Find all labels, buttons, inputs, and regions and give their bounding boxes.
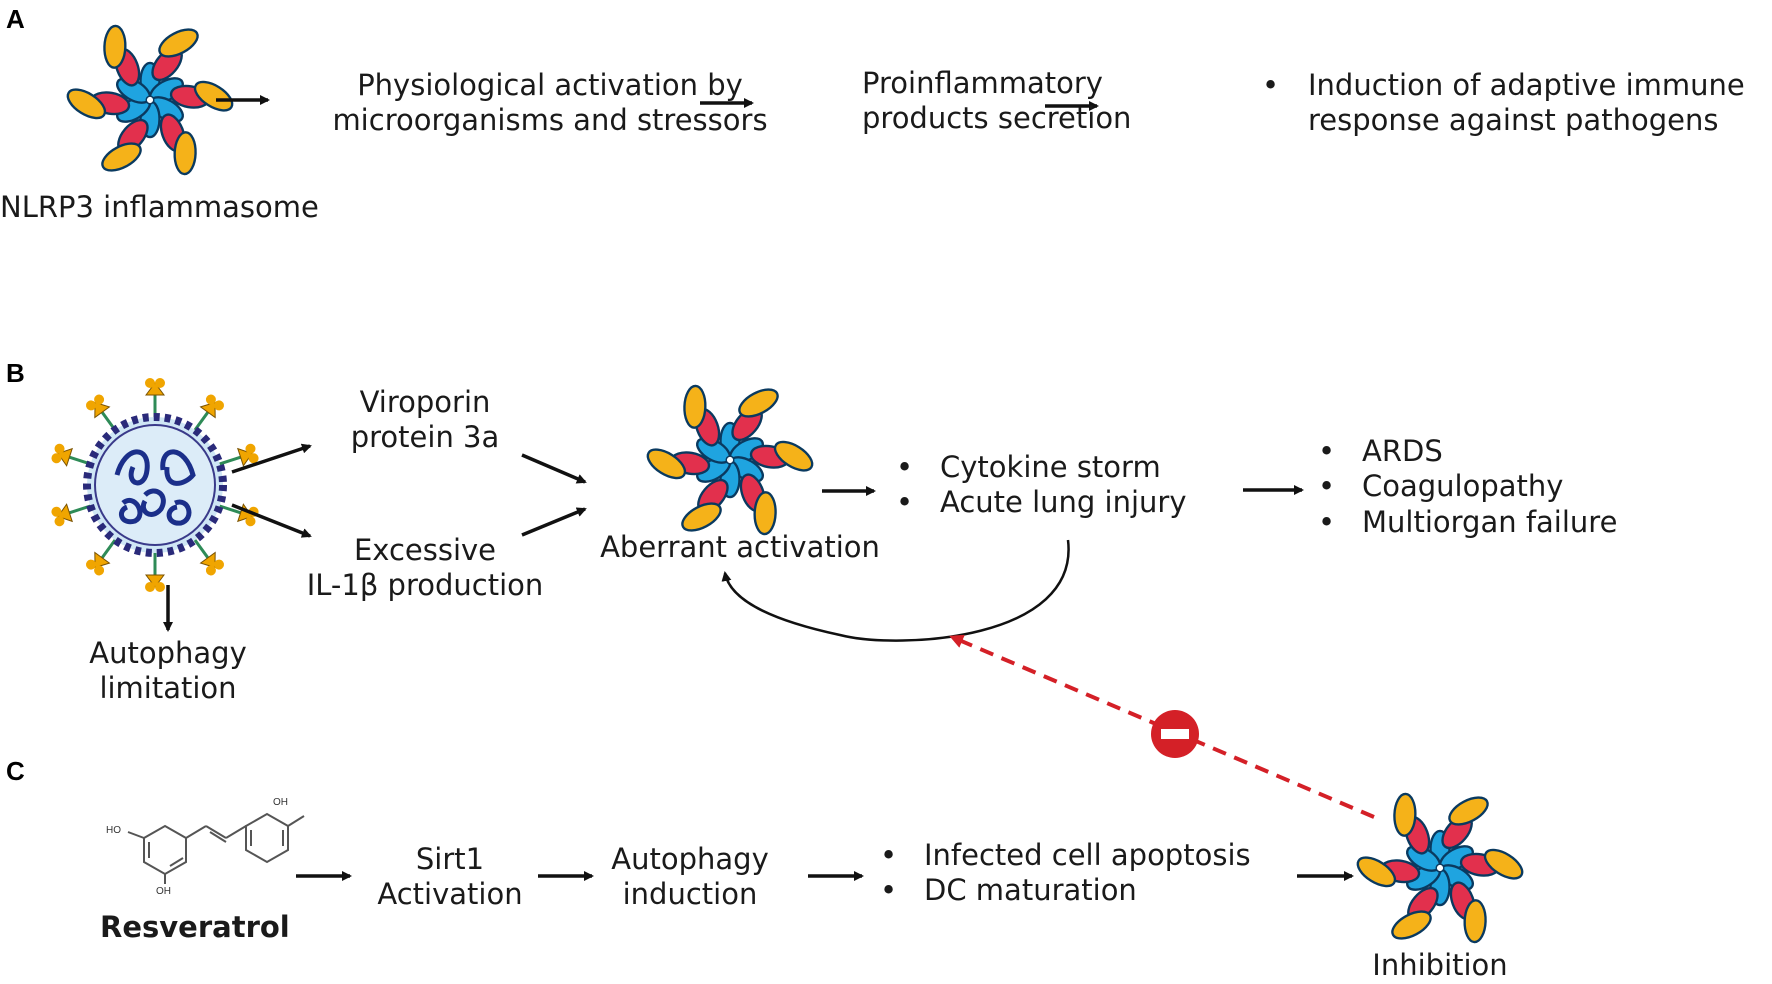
sirt1-activation-text: Sirt1 Activation [360, 842, 540, 913]
panel-label-c: C [6, 756, 25, 786]
effect-item: • Infected cell apoptosis [880, 838, 1251, 873]
viroporin-text: Viroporin protein 3a [315, 385, 535, 456]
outcome-text: Multiorgan failure [1362, 504, 1618, 539]
outcome-text: Coagulopathy [1362, 469, 1564, 504]
effects-list-b: • Cytokine storm • Acute lung injury [896, 450, 1187, 521]
inflammasome-icon-b [638, 377, 822, 543]
adaptive-immune-line2: response against pathogens [1308, 103, 1719, 138]
outcomes-list-b: • ARDS • Coagulopathy • Multiorgan failure [1318, 434, 1617, 540]
outcome-item: • ARDS [1318, 434, 1617, 469]
proinflammatory-line1: Proinflammatory [862, 66, 1103, 100]
autophagy-limitation-text: Autophagy limitation [68, 636, 268, 707]
il1b-line1: Excessive [353, 533, 497, 567]
sirt1-line2: Activation [377, 877, 523, 912]
panel-label-a: A [6, 4, 25, 34]
inhibition-dashed-arrow [949, 634, 1375, 819]
effects-list-c: • Infected cell apoptosis • DC maturation [880, 838, 1251, 909]
physiological-activation-line2: microorganisms and stressors [332, 103, 768, 138]
inhibition-label: Inhibition [1372, 948, 1508, 982]
bullet: • [896, 450, 914, 484]
aberrant-activation-label: Aberrant activation [600, 530, 880, 564]
adaptive-immune-text: • Induction of adaptive immune response a… [1262, 68, 1745, 139]
physiological-activation-line1: Physiological activation by [357, 68, 743, 102]
bullet: • [880, 873, 898, 908]
arrow-viroporin-activation [521, 453, 587, 484]
bullet: • [880, 838, 898, 872]
molecule-ho-left: HO [106, 825, 121, 836]
molecule-oh-bottom: OH [156, 886, 171, 897]
effect-text: DC maturation [924, 873, 1137, 908]
effect-text: Cytokine storm [940, 450, 1161, 484]
effect-text: Infected cell apoptosis [924, 838, 1251, 872]
effect-item: • Acute lung injury [896, 485, 1187, 520]
resveratrol-structure [127, 812, 305, 884]
autophagy-induction-text: Autophagy induction [595, 842, 785, 913]
sirt1-line1: Sirt1 [415, 842, 485, 876]
viroporin-line1: Viroporin [359, 385, 491, 419]
viroporin-line2: protein 3a [350, 420, 500, 455]
molecule-oh-top: OH [273, 797, 288, 808]
bullet: • [1318, 469, 1336, 504]
coronavirus-icon [48, 376, 262, 594]
effect-text: Acute lung injury [940, 485, 1187, 520]
proinflammatory-secretion-text: Proinflammatory products secretion [862, 66, 1131, 137]
proinflammatory-line2: products secretion [862, 101, 1132, 136]
inflammasome-label: NLRP3 inflammasome [0, 190, 319, 224]
arrow-virus-viroporin [231, 443, 312, 474]
autophagy-induction-line2: induction [622, 877, 758, 912]
bullet: • [1262, 68, 1280, 102]
autophagy-limitation-line2: limitation [99, 671, 237, 706]
autophagy-induction-line1: Autophagy [611, 842, 769, 876]
inflammasome-icon-a [58, 17, 242, 183]
no-entry-icon [1151, 710, 1199, 758]
arrow-virus-il1b [231, 503, 312, 538]
il1b-text: Excessive IL-1β production [290, 533, 560, 604]
outcome-item: • Coagulopathy [1318, 469, 1617, 504]
physiological-activation-text: Physiological activation by microorganis… [320, 68, 780, 139]
outcome-text: ARDS [1362, 434, 1443, 468]
autophagy-limitation-line1: Autophagy [89, 636, 247, 670]
adaptive-immune-line1: Induction of adaptive immune [1308, 68, 1745, 102]
effect-item: • DC maturation [880, 873, 1251, 908]
arrow-il1b-activation [521, 507, 587, 537]
bullet: • [1318, 504, 1336, 539]
bullet: • [1318, 434, 1336, 468]
panel-label-b: B [6, 358, 25, 388]
resveratrol-label: Resveratrol [100, 910, 290, 944]
il1b-line2: IL-1β production [306, 568, 544, 603]
effect-item: • Cytokine storm [896, 450, 1187, 485]
bullet: • [896, 485, 914, 520]
outcome-item: • Multiorgan failure [1318, 505, 1617, 540]
feedback-loop-arrow [721, 539, 1070, 642]
inflammasome-icon-c [1348, 785, 1532, 951]
